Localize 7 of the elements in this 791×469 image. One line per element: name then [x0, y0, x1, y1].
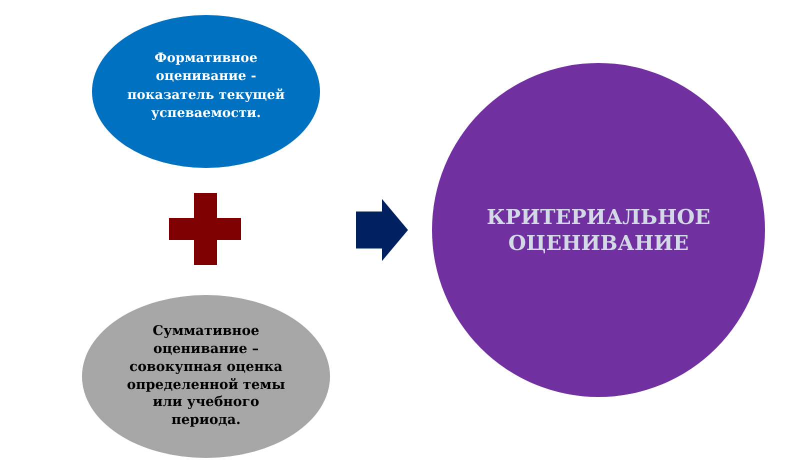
node-text: Суммативное оценивание – совокупная оценка определенной темы или учебного периода.	[126, 323, 286, 430]
circle-node	[432, 63, 765, 397]
node-text: КРИТЕРИАЛЬНОЕ ОЦЕНИВАНИЕ	[486, 204, 712, 256]
block-arrow	[356, 199, 408, 261]
oval-node	[82, 295, 330, 458]
oval-node	[92, 15, 320, 168]
node-text: Формативное оценивание - показатель текущей успеваемости.	[126, 50, 286, 123]
